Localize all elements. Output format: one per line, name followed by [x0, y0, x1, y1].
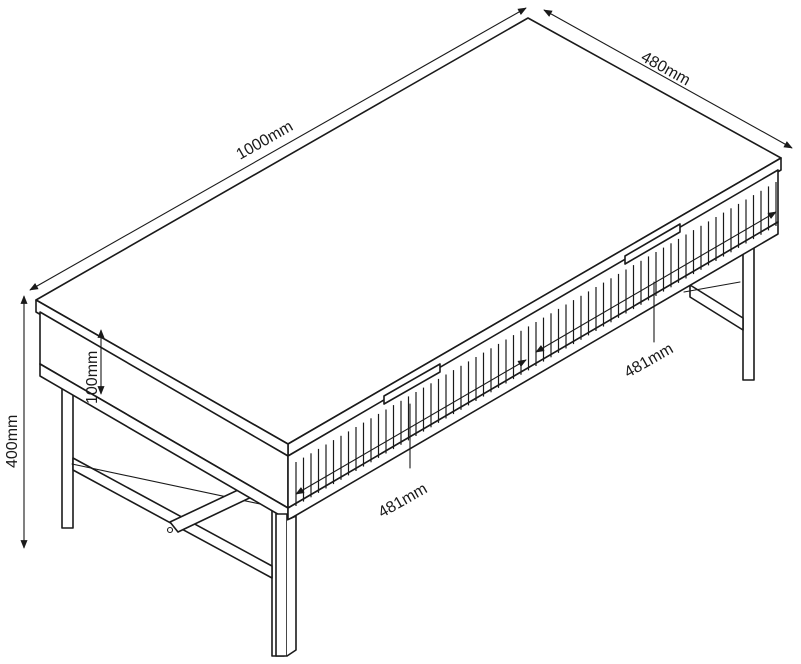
- front-legs: [275, 513, 297, 657]
- right-drawer-width-label: 481mm: [622, 340, 677, 381]
- left-drawer-width-line: [295, 359, 527, 495]
- height-label: 400mm: [4, 415, 21, 468]
- left-drawer-width-label: 481mm: [376, 480, 431, 521]
- right-drawer-width-line: [535, 211, 777, 353]
- depth-dimension-line: [543, 9, 793, 149]
- length-dimension-line: [29, 7, 527, 291]
- drawer-height-label: 100mm: [84, 351, 101, 404]
- dimension-lines: [20, 7, 793, 549]
- front-left-leg: [275, 513, 288, 657]
